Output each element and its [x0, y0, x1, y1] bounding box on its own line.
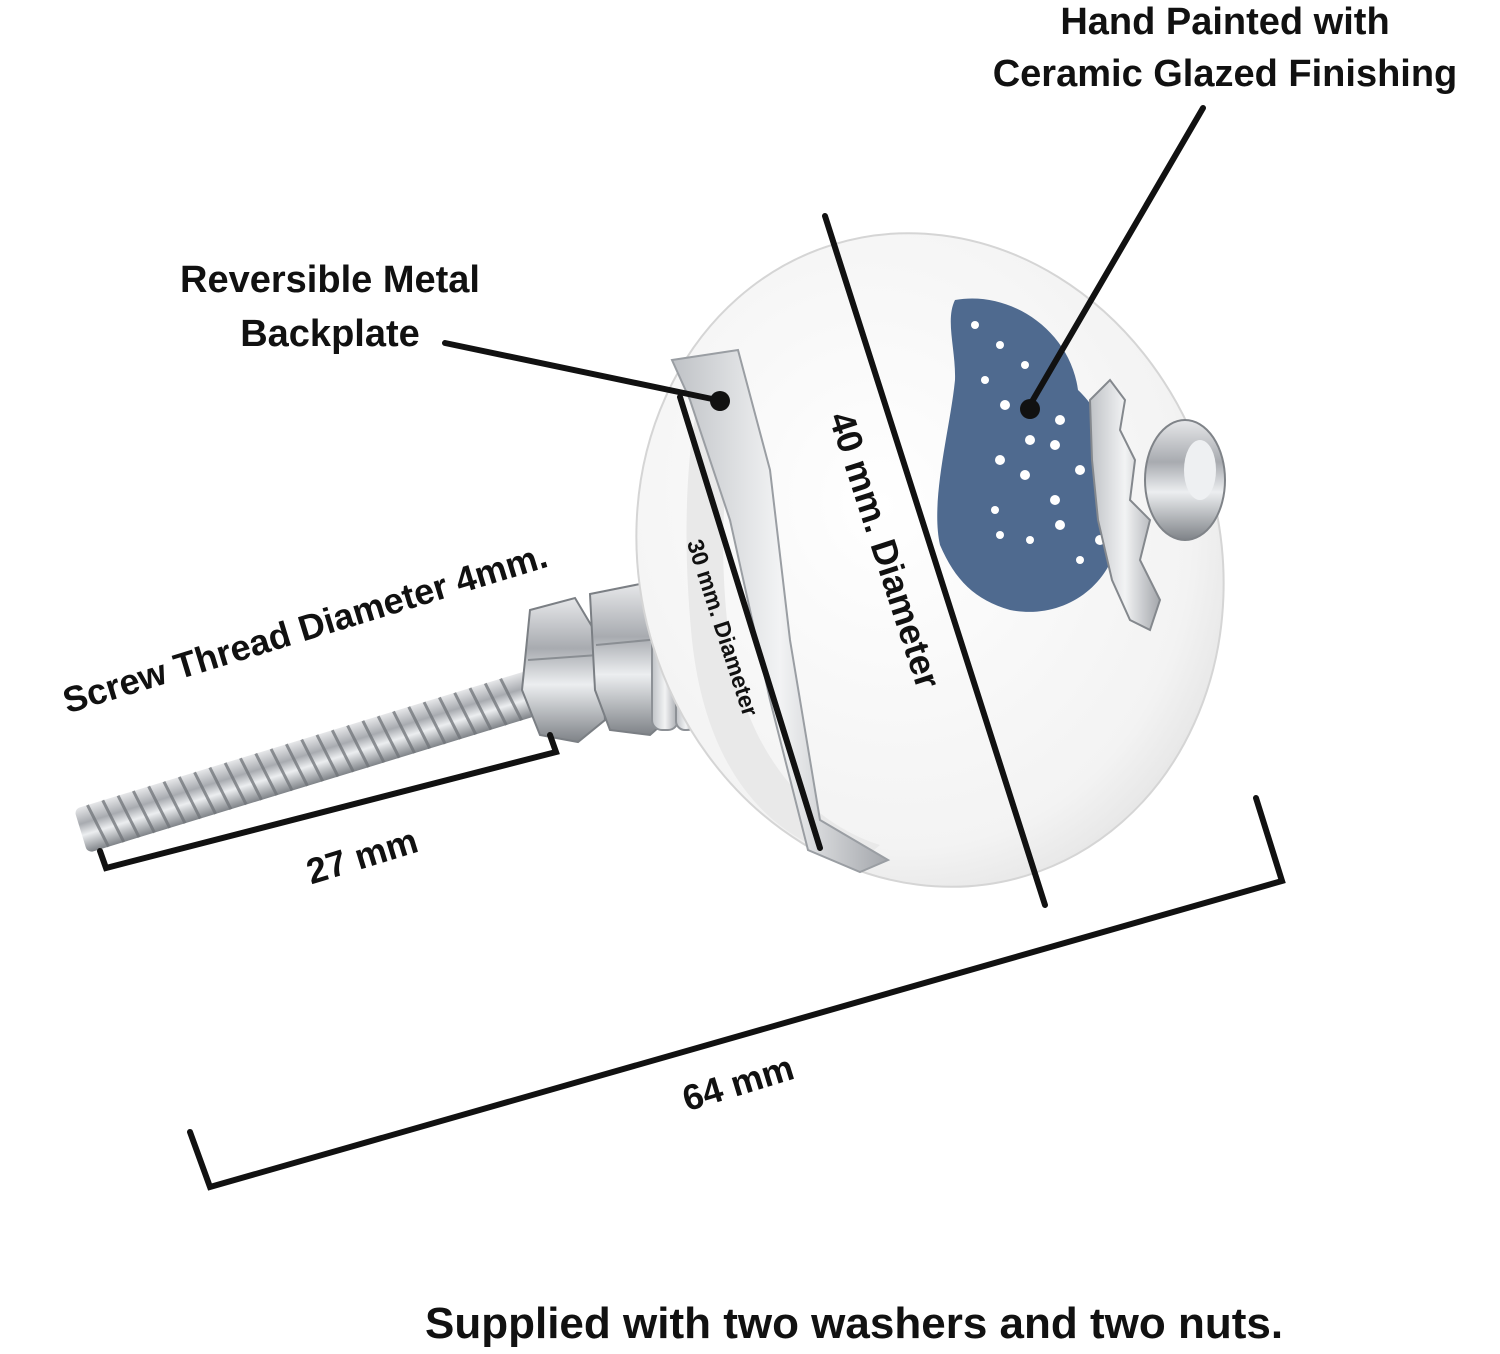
leader-dot-finish — [1020, 399, 1040, 419]
hex-nut-outer — [520, 596, 607, 744]
ceramic-knob-body — [635, 232, 1225, 888]
leader-dot-backplate — [710, 391, 730, 411]
front-cap — [1088, 378, 1226, 632]
backplate-label-line2: Backplate — [240, 313, 420, 355]
backplate-label: Reversible Metal Backplate — [135, 253, 525, 361]
painted-heart — [937, 298, 1122, 612]
finish-label: Hand Painted with Ceramic Glazed Finishi… — [935, 0, 1500, 100]
backplate-label-line1: Reversible Metal — [180, 259, 480, 301]
leader-lines — [442, 105, 1206, 408]
finish-label-line1: Hand Painted with — [1060, 1, 1390, 43]
screw — [75, 667, 555, 852]
metal-backplate — [670, 348, 891, 874]
footer-note: Supplied with two washers and two nuts. — [425, 1299, 1284, 1348]
finish-label-line2: Ceramic Glazed Finishing — [992, 53, 1458, 95]
measure-lines — [97, 213, 1286, 1191]
